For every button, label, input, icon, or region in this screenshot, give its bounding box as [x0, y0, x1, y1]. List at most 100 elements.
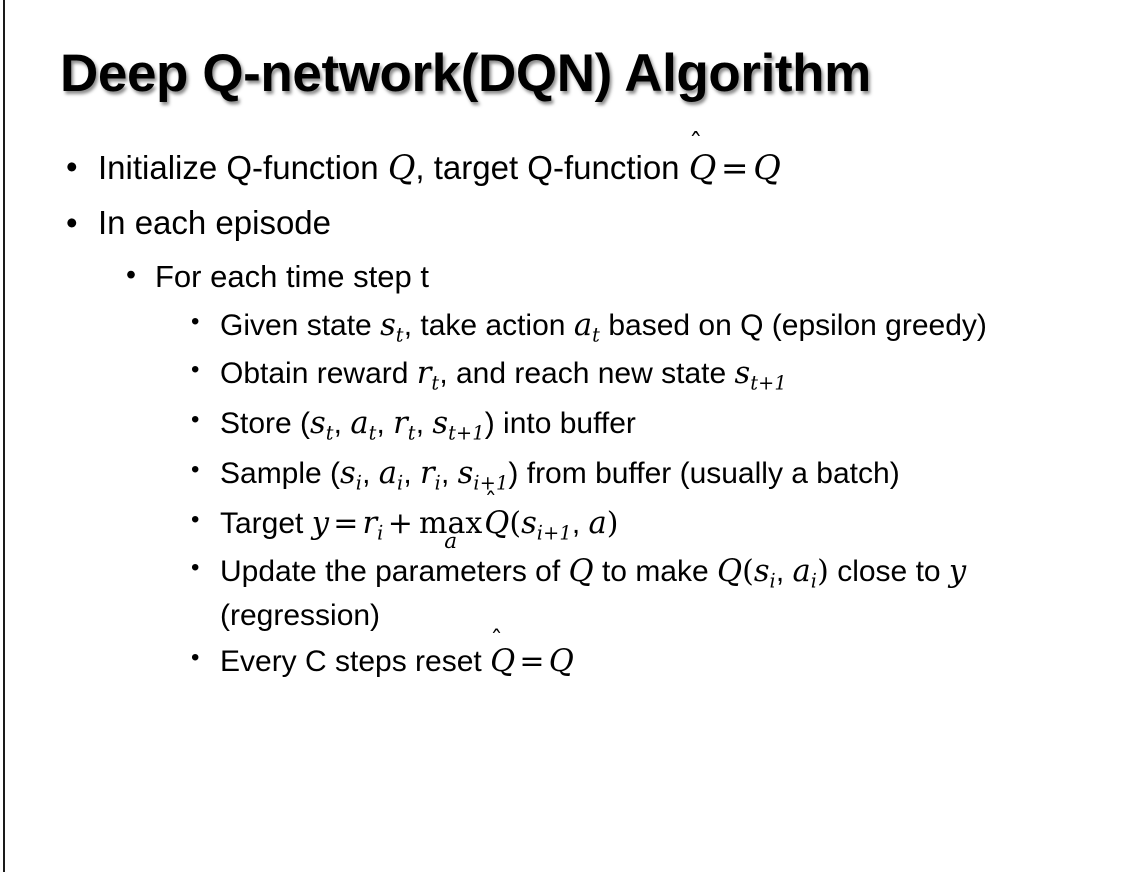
text-fragment: to make: [593, 555, 718, 589]
text-fragment: Given state: [220, 309, 381, 343]
bullet-dot-icon: •: [191, 308, 200, 336]
math-max-label: max: [419, 506, 483, 542]
math-paren-close: ): [817, 554, 829, 590]
list-item-sample-buffer: • Sample (si, ai, ri, si+1) from buffer …: [0, 453, 1124, 497]
math-max-subscript: a: [444, 529, 458, 555]
math-paren-open: (: [742, 554, 754, 590]
text-fragment: ,: [376, 407, 394, 441]
math-equals: =: [519, 643, 545, 679]
math-var-q1: Q: [568, 554, 594, 590]
text-fragment: , and reach new state: [439, 357, 735, 391]
math-var-s: s: [753, 554, 770, 590]
math-var-base: Q: [484, 506, 510, 542]
bullet-dot-icon: •: [66, 148, 78, 185]
text-fragment: close to: [828, 555, 949, 589]
math-var-y: y: [311, 506, 330, 542]
text-fragment: ,: [415, 407, 433, 441]
list-item-in-each-episode: • In each episode: [0, 202, 1124, 245]
math-sub-a: i: [397, 471, 404, 495]
slide-left-border: [3, 0, 5, 872]
list-item-text: Store (st, at, rt, st+1) into buffer: [220, 403, 1098, 447]
math-sub-r: i: [434, 471, 441, 495]
list-item-for-each-time-step: • For each time step t: [0, 257, 1124, 297]
math-var-s: s: [521, 506, 537, 542]
math-var-s: s: [380, 308, 396, 344]
list-item-text: Every C steps reset ̂Q=Q: [220, 641, 1098, 683]
math-sub-s: i+1: [536, 521, 572, 545]
list-item-initialize: • Initialize Q-function Q, target Q-func…: [0, 146, 1124, 190]
text-fragment: (regression): [220, 599, 381, 633]
list-item-text: Update the parameters of Q to make Q(si,…: [220, 551, 1098, 636]
bullet-dot-icon: •: [191, 506, 200, 534]
bullet-dot-icon: •: [191, 554, 200, 582]
math-var-s1: s: [340, 456, 356, 492]
list-item-store-buffer: • Store (st, at, rt, st+1) into buffer: [0, 403, 1124, 447]
math-var-y: y: [948, 554, 967, 590]
math-var-q: Q: [548, 643, 574, 679]
list-item-text: Sample (si, ai, ri, si+1) from buffer (u…: [220, 453, 1098, 497]
math-var-r: r: [416, 356, 432, 392]
list-item-obtain-reward: • Obtain reward rt, and reach new state …: [0, 353, 1124, 397]
list-item-text: Target y=ri+maxâQ(si+1, a): [220, 503, 1098, 553]
list-item-target-formula: • Target y=ri+maxâQ(si+1, a): [0, 503, 1124, 553]
math-sub-s: t: [395, 323, 404, 347]
math-var-r: r: [393, 406, 408, 442]
math-equals: =: [333, 506, 359, 542]
text-fragment: ,: [571, 507, 589, 541]
math-var-base: Q: [490, 643, 516, 679]
math-var-q-hat: ̂Q: [689, 146, 717, 190]
math-sub-s2: i+1: [473, 471, 509, 495]
list-item-update-parameters: • Update the parameters of Q to make Q(s…: [0, 551, 1124, 636]
text-fragment: , take action: [403, 309, 574, 343]
page-title: Deep Q-network(DQN) Algorithm: [60, 44, 871, 103]
math-var-r: r: [362, 506, 378, 542]
math-var-a: a: [588, 506, 607, 542]
math-equals: =: [720, 148, 749, 187]
text-fragment: ) from buffer (usually a batch): [508, 457, 900, 491]
math-var-base: Q: [688, 148, 717, 187]
text-fragment: Store (: [220, 407, 311, 441]
math-var-q: Q: [387, 148, 416, 187]
math-var-q-hat: ̂Q: [484, 503, 509, 545]
math-var-q2: Q: [753, 148, 781, 187]
math-sub-a: i: [810, 569, 818, 593]
bullet-dot-icon: •: [126, 258, 136, 291]
bullet-dot-icon: •: [191, 356, 200, 384]
math-var-r: r: [420, 456, 435, 492]
math-var-q-hat: ̂Q: [490, 641, 515, 683]
bullet-dot-icon: •: [191, 643, 200, 671]
math-paren-close: ): [606, 506, 619, 542]
math-sub-r: i: [377, 521, 384, 545]
math-var-a: a: [792, 554, 811, 590]
math-sub-a: t: [592, 323, 600, 347]
math-sub-s: t+1: [750, 371, 787, 395]
list-item-text: For each time step t: [155, 258, 429, 294]
math-sub-s1: t: [325, 421, 334, 445]
list-item-text: Given state st, take action at based on …: [220, 305, 1098, 349]
math-var-a: a: [378, 456, 398, 492]
math-sub-a: t: [368, 421, 377, 445]
math-sub-r: t: [407, 421, 416, 445]
text-fragment: ) into buffer: [484, 407, 636, 441]
math-paren-open: (: [509, 506, 522, 542]
bullet-dot-icon: •: [66, 203, 78, 241]
bullet-dot-icon: •: [191, 406, 200, 434]
list-item-text: Obtain reward rt, and reach new state st…: [220, 353, 1098, 397]
list-item-given-state: • Given state st, take action at based o…: [0, 305, 1124, 349]
math-var-s2: s: [457, 456, 474, 492]
math-var-a: a: [573, 308, 593, 344]
math-var-s2: s: [432, 406, 449, 442]
math-plus: +: [387, 506, 413, 542]
algorithm-bullet-list: • Initialize Q-function Q, target Q-func…: [0, 146, 1124, 689]
list-item-reset-target-network: • Every C steps reset ̂Q=Q: [0, 641, 1124, 683]
bullet-dot-icon: •: [191, 456, 200, 484]
text-fragment: ,: [775, 555, 793, 589]
text-fragment: Every C steps reset: [220, 644, 491, 678]
text-fragment: ,: [333, 407, 351, 441]
text-fragment: Target: [220, 507, 312, 541]
math-sub-s2: t+1: [448, 421, 485, 445]
text-fragment: Update the parameters of: [220, 555, 569, 589]
math-var-s: s: [734, 356, 751, 392]
